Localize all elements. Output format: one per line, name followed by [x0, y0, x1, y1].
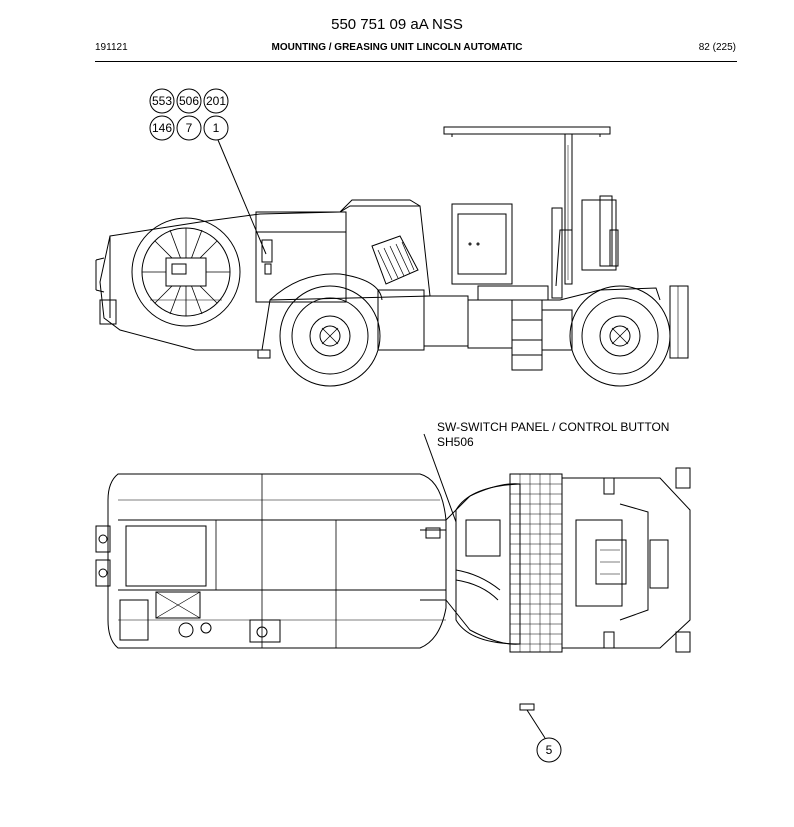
callout-7: 7 [176, 115, 202, 141]
leader-line-switch [423, 433, 457, 523]
leader-line-5 [526, 709, 546, 739]
page-title: MOUNTING / GREASING UNIT LINCOLN AUTOMAT… [271, 42, 523, 53]
callout-506-label: 506 [179, 94, 199, 108]
callout-201-label: 201 [206, 94, 226, 108]
callout-146-label: 146 [152, 121, 172, 135]
document-number: 550 751 09 aA NSS [331, 16, 463, 33]
date-code: 191121 [95, 42, 128, 53]
callout-5-label: 5 [546, 743, 553, 757]
callout-bubbles: 553 506 201 146 7 1 5 [149, 88, 562, 763]
callout-1: 1 [203, 115, 229, 141]
callout-7-label: 7 [186, 121, 193, 135]
leader-line-1 [217, 139, 267, 255]
callout-1-label: 1 [213, 121, 220, 135]
front-grille [510, 474, 562, 652]
side-view-machine [95, 126, 689, 387]
switch-code-label: SH506 [437, 435, 474, 449]
top-view-machine [95, 467, 691, 653]
page-number: 82 (225) [698, 42, 736, 53]
callout-201: 201 [203, 88, 229, 114]
callout-553-label: 553 [152, 94, 172, 108]
callout-146: 146 [149, 115, 175, 141]
header-rule [95, 61, 737, 62]
control-button-part [519, 703, 535, 711]
callout-553: 553 [149, 88, 175, 114]
callout-506: 506 [176, 88, 202, 114]
callout-5: 5 [536, 737, 562, 763]
switch-panel-label: SW-SWITCH PANEL / CONTROL BUTTON [437, 420, 670, 434]
